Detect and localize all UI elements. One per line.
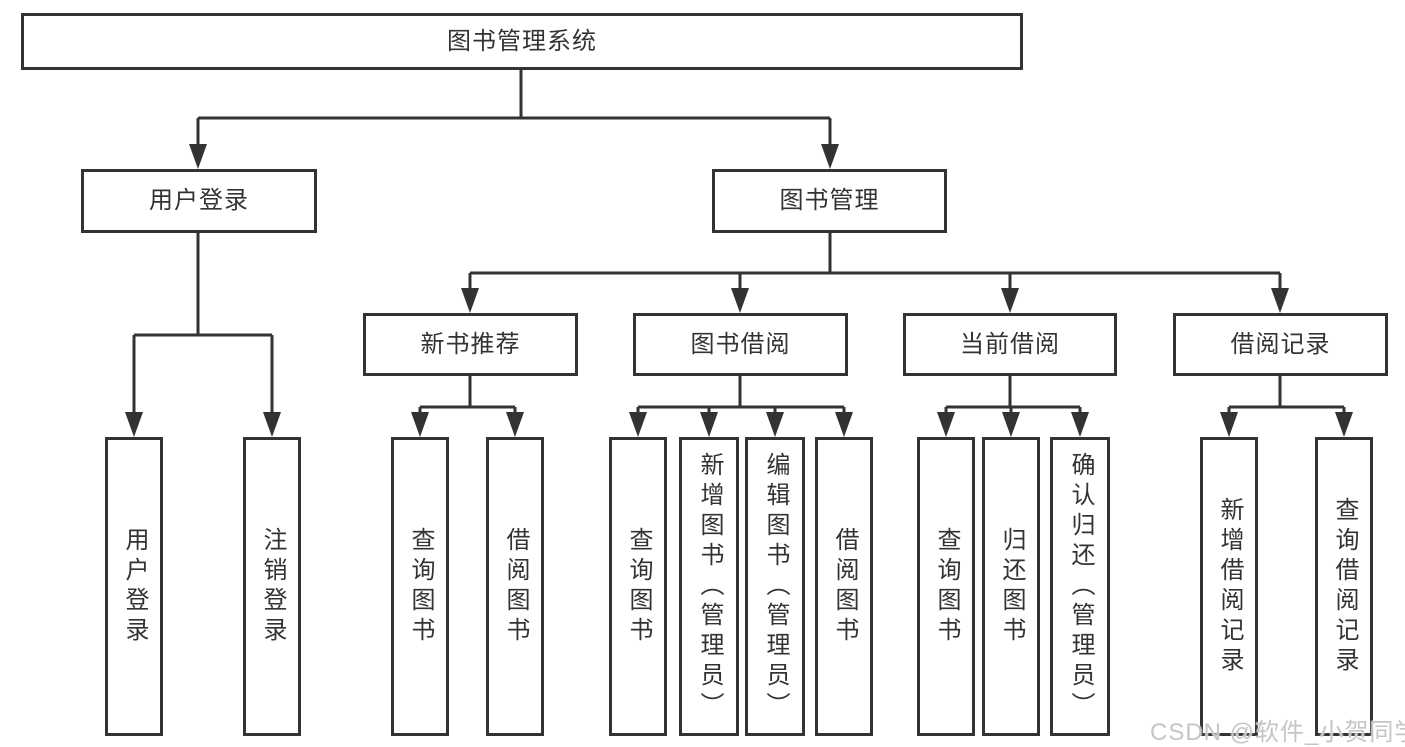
leaf-logout: 注销登录	[243, 437, 301, 736]
node-label: 新书推荐	[420, 330, 521, 358]
arrow-to-user-login	[189, 144, 207, 169]
node-label: 借阅记录	[1230, 330, 1331, 358]
arrow-leaf	[629, 412, 647, 437]
arrow-to-current-borrowing	[1001, 288, 1019, 313]
leaf-search-books: 查询图书	[391, 437, 449, 736]
node-new-book-recommendation: 新书推荐	[363, 313, 578, 376]
node-label: 注销登录	[259, 526, 286, 647]
leaf-edit-books-admin: 编辑图书（管理员）	[745, 437, 805, 736]
node-label: 用户登录	[149, 187, 249, 214]
leaf-borrow-books: 借阅图书	[486, 437, 544, 736]
leaf-add-books-admin: 新增图书（管理员）	[679, 437, 739, 736]
node-label: 图书借阅	[690, 330, 791, 358]
node-current-borrowing: 当前借阅	[903, 313, 1117, 376]
leaf-search-borrow-record: 查询借阅记录	[1315, 437, 1373, 736]
arrow-leaf	[700, 412, 718, 437]
node-label: 当前借阅	[960, 330, 1060, 358]
arrow-to-new-book-recommendation	[461, 288, 479, 313]
node-label: 新增图书（管理员）	[696, 451, 723, 722]
connector-root-to-level2	[196, 70, 832, 150]
arrowheads	[125, 144, 1353, 437]
arrow-leaf	[125, 412, 143, 437]
node-label: 新增借阅记录	[1216, 496, 1243, 677]
leaf-confirm-return-admin: 确认归还（管理员）	[1050, 437, 1110, 736]
arrow-leaf	[411, 412, 429, 437]
node-user-login: 用户登录	[81, 169, 317, 233]
connector-book-management-to-level3	[468, 233, 1282, 295]
node-label: 确认归还（管理员）	[1067, 451, 1094, 722]
node-borrowing-records: 借阅记录	[1173, 313, 1388, 376]
node-label: 查询图书	[933, 526, 960, 647]
node-label: 归还图书	[998, 526, 1025, 647]
node-library-management-system: 图书管理系统	[21, 13, 1023, 70]
node-label: 借阅图书	[831, 526, 858, 647]
node-label: 查询图书	[407, 526, 434, 647]
arrow-leaf	[1002, 412, 1020, 437]
node-book-borrowing: 图书借阅	[633, 313, 848, 376]
arrow-leaf	[1220, 412, 1238, 437]
arrow-to-book-management	[821, 144, 839, 169]
arrow-leaf	[263, 412, 281, 437]
arrow-leaf	[835, 412, 853, 437]
leaf-return-books: 归还图书	[982, 437, 1040, 736]
arrow-leaf	[1335, 412, 1353, 437]
leaf-borrow-books: 借阅图书	[815, 437, 873, 736]
node-book-management: 图书管理	[712, 169, 947, 233]
node-label: 查询图书	[625, 526, 652, 647]
node-label: 图书管理系统	[447, 27, 597, 55]
arrow-leaf	[766, 412, 784, 437]
node-label: 编辑图书（管理员）	[762, 451, 789, 722]
leaf-add-borrow-record: 新增借阅记录	[1200, 437, 1258, 736]
connector-borrowing-records-to-leaves	[1227, 376, 1346, 424]
arrow-leaf	[937, 412, 955, 437]
arrow-leaf	[1071, 412, 1089, 437]
arrow-to-book-borrowing	[731, 288, 749, 313]
arrow-to-borrowing-records	[1271, 288, 1289, 313]
connector-new-book-recommendation-to-leaves	[418, 376, 517, 424]
node-label: 借阅图书	[502, 526, 529, 647]
csdn-watermark: CSDN @软件_小贺同学	[1150, 719, 1405, 746]
connector-user-login-to-leaves	[132, 233, 274, 424]
arrow-leaf	[506, 412, 524, 437]
leaf-search-books: 查询图书	[917, 437, 975, 736]
node-label: 查询借阅记录	[1331, 496, 1358, 677]
leaf-user-login: 用户登录	[105, 437, 163, 736]
connector-book-borrowing-to-leaves	[636, 376, 846, 424]
leaf-search-books: 查询图书	[609, 437, 667, 736]
node-label: 图书管理	[779, 187, 880, 214]
node-label: 用户登录	[121, 526, 148, 647]
